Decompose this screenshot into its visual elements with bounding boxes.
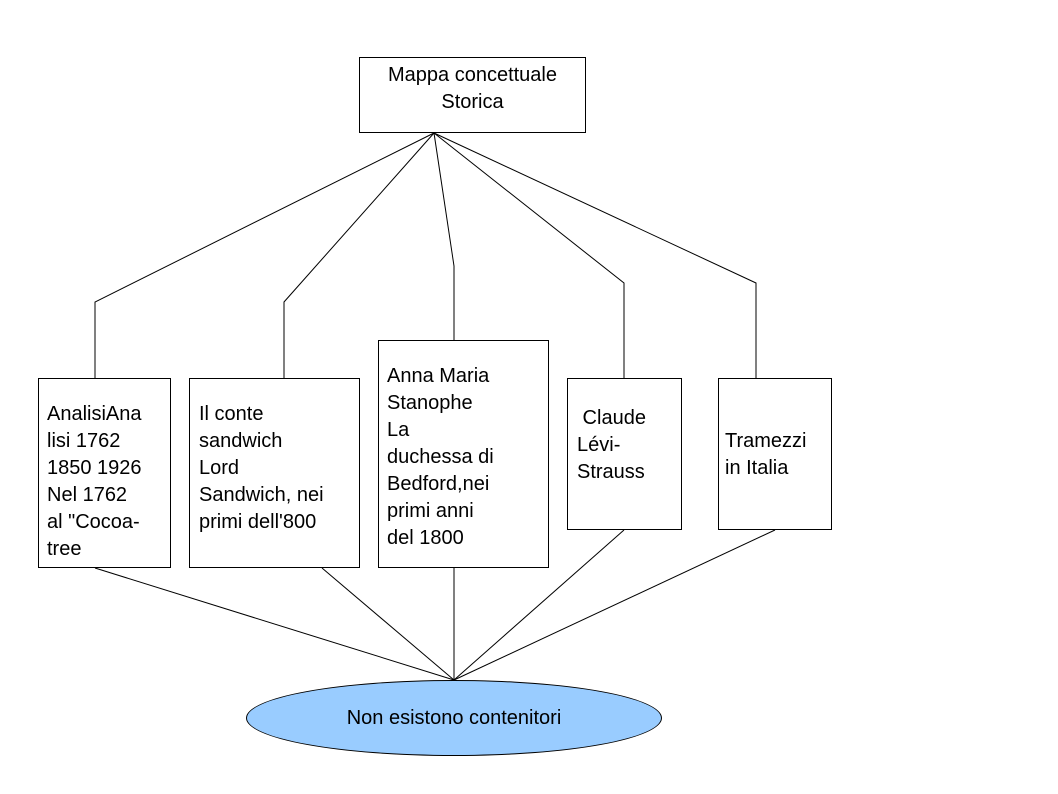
branch-node-4: Claude Lévi- Strauss	[567, 378, 682, 530]
branch-3-line-5: Bedford,nei	[387, 473, 490, 495]
branch-2-line-5: primi dell'800	[199, 511, 317, 533]
branch-1-line-5: al "Cocoa-	[47, 511, 140, 533]
branch-1-line-2: lisi 1762	[47, 430, 121, 452]
root-line-2: Storica	[441, 91, 504, 113]
branch-3-line-4: duchessa di	[387, 446, 494, 468]
connector-branch-2-bottom	[321, 567, 455, 681]
connector-branch-1-bottom	[94, 567, 455, 681]
branch-2-line-4: Sandwich, nei	[199, 484, 324, 506]
connector-root-branch-2	[283, 132, 435, 378]
branch-5-line-1: Tramezzi	[725, 430, 807, 452]
connector-root-branch-4	[433, 132, 625, 378]
connector-root-branch-1	[94, 132, 435, 378]
branch-node-5: Tramezzi in Italia	[718, 378, 832, 530]
branch-2-line-3: Lord	[199, 457, 240, 479]
branch-5-line-2: in Italia	[725, 457, 789, 479]
connector-branch-5-bottom	[453, 529, 776, 681]
connector-branch-4-bottom	[453, 529, 625, 681]
bottom-node: Non esistono contenitori	[246, 680, 662, 756]
connector-root-branch-5	[433, 132, 757, 378]
branch-1-line-4: Nel 1762	[47, 484, 128, 506]
root-line-1: Mappa concettuale	[387, 64, 557, 86]
branch-2-line-2: sandwich	[199, 430, 283, 452]
branch-3-line-2: Stanophe	[387, 392, 473, 414]
branch-4-line-2: Lévi-	[577, 434, 621, 456]
branch-1-line-3: 1850 1926	[47, 457, 142, 479]
branch-node-1: AnalisiAna lisi 1762 1850 1926 Nel 1762 …	[38, 378, 171, 568]
branch-1-line-6: tree	[47, 538, 82, 560]
branch-3-line-7: del 1800	[387, 527, 464, 549]
branch-node-3: Anna Maria Stanophe La duchessa di Bedfo…	[378, 340, 549, 568]
branch-2-line-1: Il conte	[199, 403, 264, 425]
branch-3-line-3: La	[387, 419, 410, 441]
branch-node-2: Il conte sandwich Lord Sandwich, nei pri…	[189, 378, 360, 568]
root-node: Mappa concettuale Storica	[359, 57, 586, 133]
branch-1-line-1: AnalisiAna	[47, 403, 142, 425]
connector-root-branch-3	[433, 132, 455, 340]
branch-3-line-6: primi anni	[387, 500, 474, 522]
branch-4-line-3: Strauss	[577, 461, 645, 483]
branch-4-line-1: Claude	[577, 407, 646, 429]
branch-3-line-1: Anna Maria	[387, 365, 490, 387]
bottom-node-label: Non esistono contenitori	[346, 706, 562, 729]
